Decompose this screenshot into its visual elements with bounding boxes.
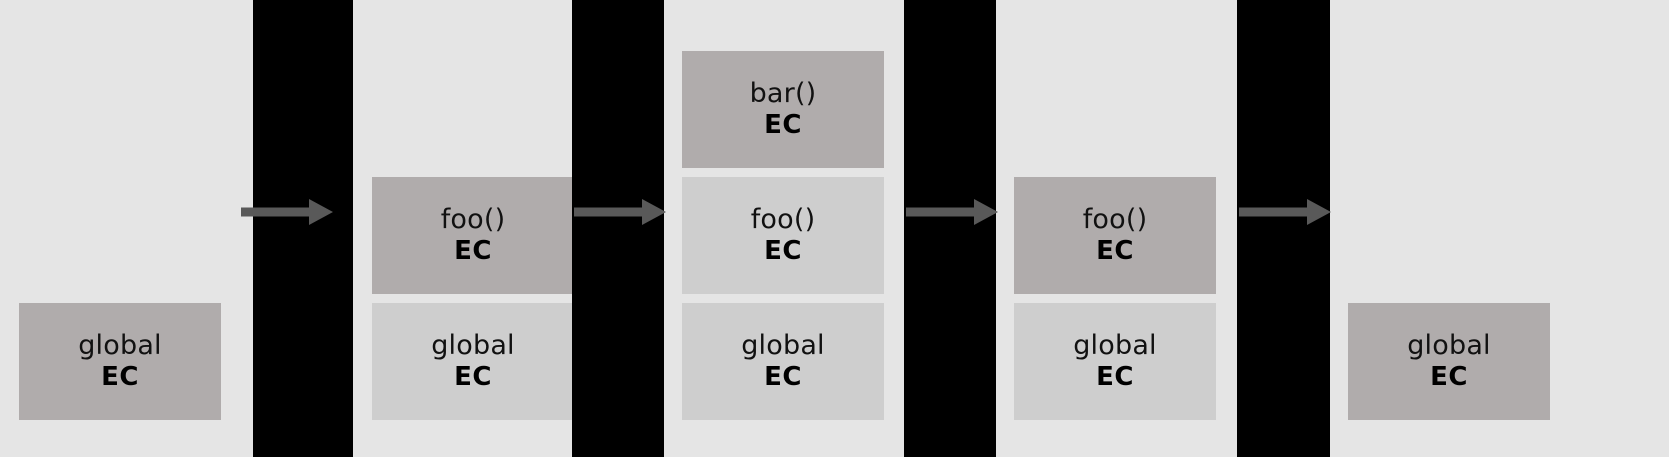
ec-box-name: global — [431, 330, 515, 362]
ec-box-foo[interactable]: foo()EC — [682, 177, 884, 294]
ec-box-name: global — [741, 330, 825, 362]
ec-box-name: foo() — [440, 204, 506, 236]
ec-box-kind: EC — [764, 236, 802, 267]
ec-box-kind: EC — [454, 362, 492, 393]
panel-separator-4 — [1237, 0, 1330, 457]
panel-separator-3 — [904, 0, 996, 457]
ec-box-kind: EC — [764, 362, 802, 393]
ec-box-foo[interactable]: foo()EC — [372, 177, 574, 294]
ec-box-name: global — [1407, 330, 1491, 362]
ec-box-name: global — [1073, 330, 1157, 362]
ec-box-kind: EC — [764, 110, 802, 141]
panel-separator-1 — [253, 0, 353, 457]
panel-separator-2 — [572, 0, 664, 457]
ec-box-name: foo() — [750, 204, 816, 236]
ec-box-kind: EC — [1430, 362, 1468, 393]
ec-box-name: foo() — [1082, 204, 1148, 236]
ec-box-name: bar() — [749, 78, 817, 110]
ec-box-name: global — [78, 330, 162, 362]
ec-box-kind: EC — [1096, 236, 1134, 267]
ec-box-foo[interactable]: foo()EC — [1014, 177, 1216, 294]
ec-box-kind: EC — [101, 362, 139, 393]
ec-box-bar[interactable]: bar()EC — [682, 51, 884, 168]
ec-box-kind: EC — [454, 236, 492, 267]
ec-box-kind: EC — [1096, 362, 1134, 393]
